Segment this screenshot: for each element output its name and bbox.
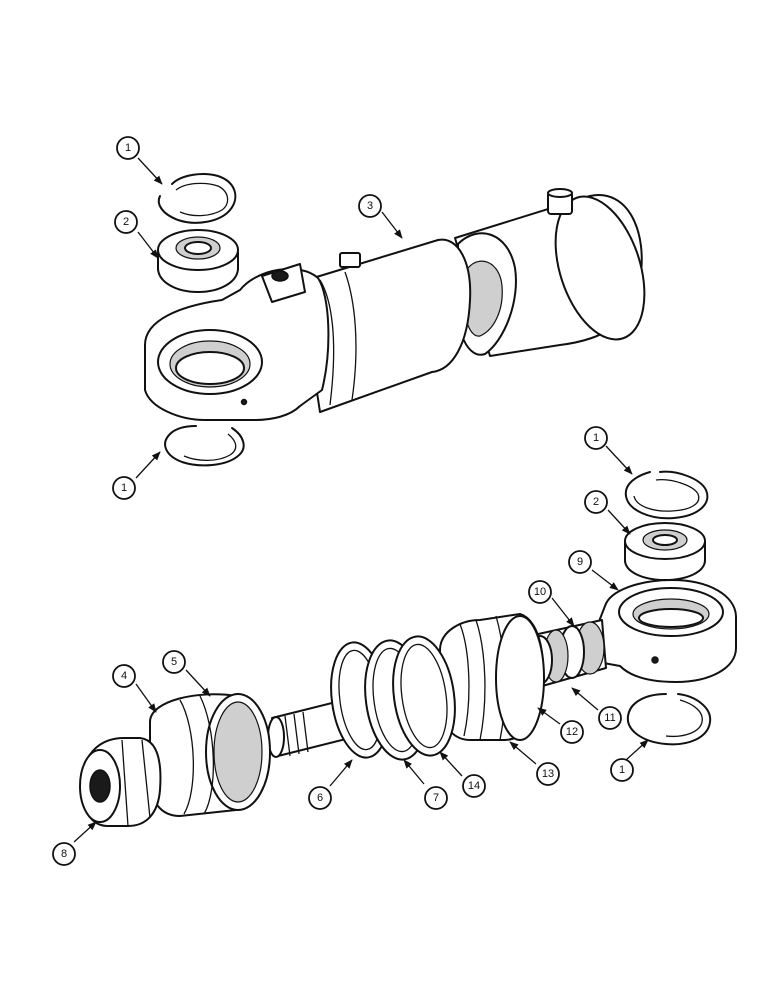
leader-c6	[329, 759, 353, 787]
leader-c10	[551, 597, 575, 627]
callout-6-piston-ring: 6	[308, 786, 332, 810]
leader-c1c	[605, 445, 633, 475]
callout-14-piston-ring: 14	[462, 774, 486, 798]
spherical-bearing-upper	[157, 229, 239, 293]
callout-1-lower-ring-top: 1	[584, 426, 608, 450]
cylinder-barrel	[144, 188, 646, 421]
leader-c7	[403, 759, 425, 785]
leader-c4	[135, 683, 157, 713]
svg-text:1: 1	[593, 432, 599, 444]
callout-2-upper-bearing: 2	[114, 210, 138, 234]
svg-text:1: 1	[619, 764, 625, 776]
svg-text:2: 2	[593, 496, 599, 508]
piston	[149, 693, 271, 817]
leader-c1a	[137, 157, 163, 185]
leader-c12	[537, 707, 561, 725]
svg-text:13: 13	[542, 768, 554, 780]
svg-text:4: 4	[121, 670, 127, 682]
callout-13-gland: 13	[536, 762, 560, 786]
svg-text:6: 6	[317, 792, 323, 804]
snap-ring-lower-top	[624, 470, 709, 520]
leader-c14	[439, 751, 463, 777]
leader-c2a	[137, 231, 159, 259]
rod-eye	[597, 579, 737, 683]
svg-text:5: 5	[171, 656, 177, 668]
callout-5-piston-seal: 5	[162, 650, 186, 674]
callout-12-wiper: 12	[560, 720, 584, 744]
snap-ring-upper-bottom	[164, 425, 245, 467]
svg-text:8: 8	[61, 848, 67, 860]
svg-text:2: 2	[123, 216, 129, 228]
leader-c1b	[135, 451, 161, 479]
callout-1-lower-ring-bottom: 1	[610, 758, 634, 782]
leader-c11	[571, 687, 599, 711]
svg-text:7: 7	[433, 792, 439, 804]
svg-text:14: 14	[468, 780, 480, 792]
callout-8-locknut: 8	[52, 842, 76, 866]
leader-c5	[185, 669, 211, 697]
svg-text:9: 9	[577, 556, 583, 568]
locknut	[79, 737, 162, 827]
callout-7-piston-ring: 7	[424, 786, 448, 810]
callout-9-rod-eye: 9	[568, 550, 592, 574]
leader-c2b	[607, 509, 631, 535]
callout-1-upper-ring-top: 1	[116, 136, 140, 160]
leader-c13	[509, 741, 537, 765]
cylinder-head-gland	[439, 613, 545, 741]
snap-ring-lower-bottom	[626, 693, 712, 746]
piston-ring-14	[392, 635, 456, 757]
svg-text:3: 3	[367, 200, 373, 212]
svg-text:11: 11	[604, 712, 615, 724]
callout-4-piston: 4	[112, 664, 136, 688]
callout-1-upper-ring-bottom: 1	[112, 476, 136, 500]
spherical-bearing-lower	[624, 522, 706, 581]
leader-c1d	[625, 739, 649, 761]
callout-2-lower-bearing: 2	[584, 490, 608, 514]
snap-ring-upper-top	[157, 173, 237, 224]
callout-3-cylinder-barrel: 3	[358, 194, 382, 218]
callout-11-rod-seal: 11	[598, 706, 622, 730]
svg-text:1: 1	[121, 482, 127, 494]
leader-c9	[591, 569, 619, 591]
svg-text:12: 12	[566, 726, 578, 738]
leader-c3	[381, 211, 403, 239]
callout-10-rod-seal: 10	[528, 580, 552, 604]
svg-text:1: 1	[125, 142, 131, 154]
leader-c8	[73, 821, 97, 843]
svg-text:10: 10	[534, 586, 546, 598]
